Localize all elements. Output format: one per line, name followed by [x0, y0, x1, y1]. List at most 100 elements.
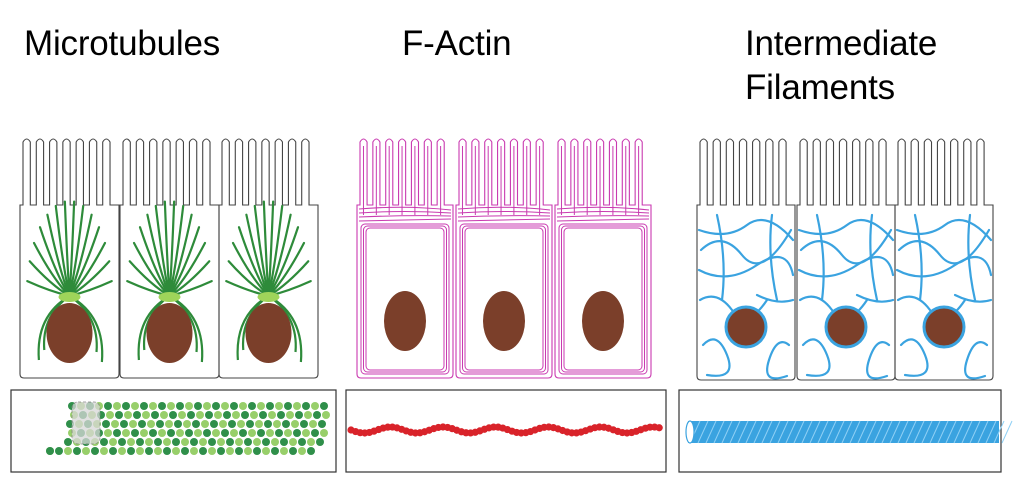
tubulin-dimer [217, 438, 225, 446]
tubulin-dimer [109, 447, 117, 455]
cortical-actin [363, 225, 447, 373]
rope-strand [753, 420, 765, 444]
title-intermediate-filaments: Intermediate Filaments [745, 24, 938, 107]
tubulin-dimer [115, 411, 123, 419]
intermediate-filament [769, 213, 779, 302]
intermediate-filament [799, 228, 893, 265]
tubulin-dimer [250, 411, 258, 419]
tubulin-dimer [185, 402, 193, 410]
nucleus [582, 291, 624, 351]
tubulin-dimer [163, 438, 171, 446]
tubulin-dimer [91, 447, 99, 455]
cortical-actin [561, 225, 645, 373]
tubulin-dimer [226, 438, 234, 446]
cell-outline [696, 138, 796, 381]
tubulin-dimer [244, 438, 252, 446]
tubulin-dimer [271, 438, 279, 446]
tubulin-dimer [64, 438, 72, 446]
mtoc [257, 292, 280, 302]
terminal-web [358, 206, 452, 211]
tubulin-dimer [293, 402, 301, 410]
cell-outline [218, 138, 319, 379]
rope-strand [817, 420, 829, 444]
tubulin-dimer [313, 411, 321, 419]
intermediate-filament-cells [696, 138, 994, 381]
tubulin-dimer [230, 429, 238, 437]
tubulin-dimer [124, 411, 132, 419]
terminal-web [457, 206, 551, 211]
tubulin-dimer [289, 447, 297, 455]
terminal-web [556, 211, 650, 214]
tubulin-dimer [73, 447, 81, 455]
tubulin-dimer [266, 429, 274, 437]
tubulin-dimer [237, 420, 245, 428]
tubulin-dimer [280, 447, 288, 455]
rope-strand [697, 420, 709, 444]
tubulin-dimer [199, 447, 207, 455]
tubulin-dimer [149, 402, 157, 410]
rope-strand [977, 420, 989, 444]
tubulin-dimer [133, 411, 141, 419]
rope-strand [825, 420, 837, 444]
tubulin-dimer [284, 429, 292, 437]
tubulin-dimer [190, 438, 198, 446]
intermediate-filament [866, 341, 891, 380]
terminal-web [358, 215, 452, 218]
intermediate-filament [701, 338, 731, 377]
nucleus [46, 303, 93, 363]
tubulin-dimer [284, 402, 292, 410]
microtubule-cells [19, 138, 319, 379]
cortical-actin [563, 227, 643, 371]
tubulin-dimer [271, 447, 279, 455]
title-f-actin: F-Actin [402, 24, 512, 63]
tubulin-dimer [145, 447, 153, 455]
tubulin-dimer [129, 420, 137, 428]
tubulin-dimer [145, 438, 153, 446]
cortical-actin [462, 225, 546, 373]
mtoc [58, 292, 81, 302]
tubulin-dimer [113, 429, 121, 437]
terminal-web [457, 215, 551, 218]
tubulin-dimer [239, 429, 247, 437]
cell-outline [19, 138, 120, 379]
intermediate-filament [697, 255, 795, 278]
tubulin-dimer [219, 420, 227, 428]
tubulin-dimer [156, 420, 164, 428]
tubulin-dimer [311, 429, 319, 437]
tubulin-dimer [318, 420, 326, 428]
tubulin-dimer [309, 420, 317, 428]
tubulin-dimer [172, 447, 180, 455]
tubulin-dimer [320, 429, 328, 437]
tubulin-dimer [46, 447, 54, 455]
intermediate-filament-box [678, 389, 1013, 473]
tubulin-dimer [181, 447, 189, 455]
rope-strand [785, 420, 797, 444]
tubulin-dimer [293, 429, 301, 437]
tubulin-dimer [307, 447, 315, 455]
rope-strand [897, 420, 909, 444]
tubulin-dimer [165, 420, 173, 428]
intermediate-filament [797, 218, 895, 242]
cortical-actin [365, 227, 445, 371]
cell-outline [356, 138, 454, 379]
intermediate-filament [855, 293, 895, 303]
rope-strand [929, 420, 941, 444]
rope-strand [913, 420, 925, 444]
terminal-web [358, 211, 452, 214]
tubulin-dimer [183, 420, 191, 428]
tubulin-dimer [208, 438, 216, 446]
tubulin-dimer [147, 420, 155, 428]
tubulin-dimer [194, 429, 202, 437]
rope-strand [945, 420, 957, 444]
tubulin-dimer [289, 438, 297, 446]
rope-strand [1001, 420, 1013, 444]
nucleus [384, 291, 426, 351]
intermediate-filament [755, 293, 795, 303]
tubulin-dimer [154, 438, 162, 446]
tubulin-dimer [181, 438, 189, 446]
tubulin-dimer [172, 438, 180, 446]
tubulin-dimer [264, 420, 272, 428]
tubulin-dimer [174, 420, 182, 428]
tubulin-dimer [136, 438, 144, 446]
